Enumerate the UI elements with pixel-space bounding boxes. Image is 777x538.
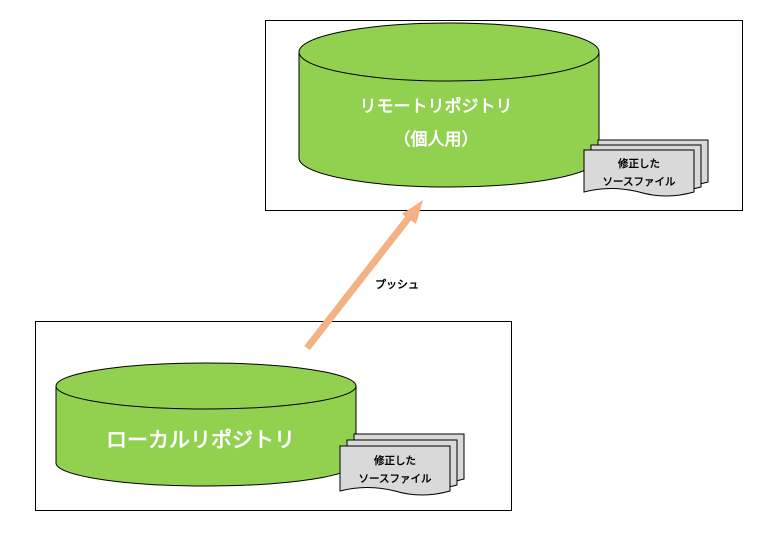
remote-repository-subtitle: （個人用） <box>393 130 479 150</box>
remote-source-files-icon <box>583 139 709 197</box>
remote-repository-title: リモートリポジトリ <box>359 97 513 117</box>
local-doc-line1: 修正した <box>374 455 416 467</box>
local-repository-title: ローカルリポジトリ <box>106 428 295 452</box>
remote-doc-line2: ソースファイル <box>602 176 676 188</box>
local-doc-line2: ソースファイル <box>358 473 432 485</box>
push-arrow <box>304 200 423 351</box>
remote-doc-line1: 修正した <box>618 158 660 170</box>
local-source-files-icon <box>339 433 465 496</box>
local-repository-cylinder <box>55 362 357 487</box>
push-label: プッシュ <box>375 278 419 291</box>
